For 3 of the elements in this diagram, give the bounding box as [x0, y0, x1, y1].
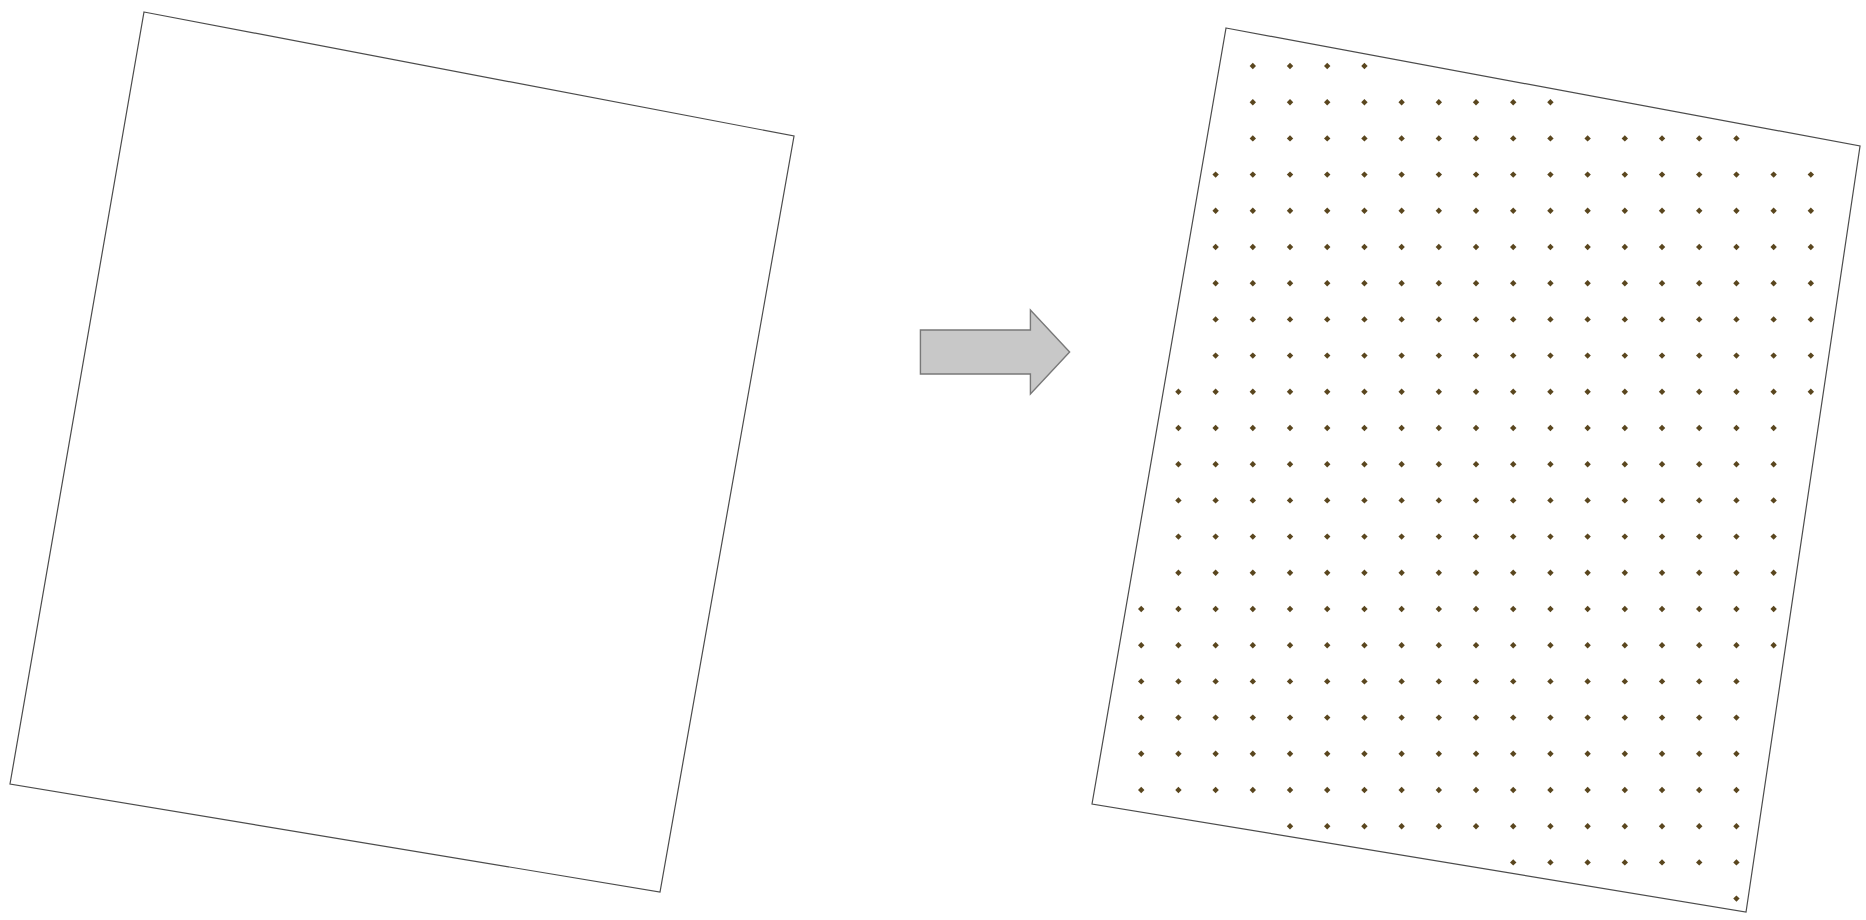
- sheet-outline: [9, 11, 795, 893]
- sheet-outline: [1091, 27, 1861, 913]
- block-arrow: [919, 308, 1071, 396]
